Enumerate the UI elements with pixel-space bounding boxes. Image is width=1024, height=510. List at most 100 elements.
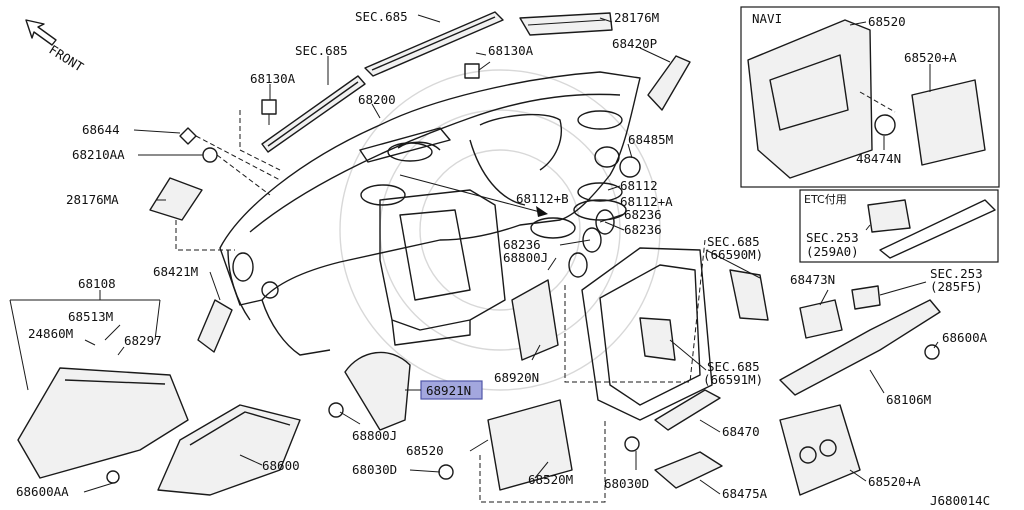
label-68644: 68644 bbox=[82, 122, 120, 137]
etc-box-title: ETC付用 bbox=[804, 193, 847, 206]
defroster-vent-left bbox=[261, 75, 366, 153]
etc-unit bbox=[867, 199, 911, 233]
dashed-group-navi bbox=[859, 91, 896, 113]
speaker-grille-28176ma bbox=[149, 177, 203, 221]
label-68473n: 68473N bbox=[790, 272, 835, 287]
cluster-bezel-68520 bbox=[581, 247, 713, 421]
label-68520a-bottom: 68520+A bbox=[868, 474, 921, 489]
screw-68030d-right bbox=[624, 436, 640, 452]
front-arrow-icon bbox=[25, 19, 57, 46]
label-68520-navi: 68520 bbox=[868, 14, 906, 29]
label-68600aa: 68600AA bbox=[16, 484, 69, 499]
dashed-link-68130a bbox=[239, 110, 281, 171]
navi-bezel-68520 bbox=[747, 19, 873, 179]
bezel-68520a-bottom bbox=[779, 404, 861, 496]
label-68210aa: 68210AA bbox=[72, 147, 125, 162]
clip-68130a-right bbox=[464, 61, 491, 79]
label-28176m: 28176M bbox=[614, 10, 659, 25]
label-68106m: 68106M bbox=[886, 392, 931, 407]
label-sec685-b-sub: (66591M) bbox=[703, 372, 763, 387]
screw-68800j-bottom bbox=[328, 402, 344, 418]
label-68130a-right: 68130A bbox=[488, 43, 534, 58]
glove-box-68600 bbox=[157, 404, 301, 496]
knee-cover-68921n bbox=[344, 351, 411, 431]
dashed-link-28176ma bbox=[175, 220, 235, 251]
screw-68210aa bbox=[202, 147, 218, 163]
label-68130a-left: 68130A bbox=[250, 71, 296, 86]
label-68112: 68112 bbox=[620, 178, 658, 193]
label-48474n: 48474N bbox=[856, 151, 901, 166]
lower-cover-68106m bbox=[779, 299, 941, 396]
drawing-number: J680014C bbox=[930, 493, 990, 508]
label-68108: 68108 bbox=[78, 276, 116, 291]
dashed-group-cluster bbox=[564, 239, 706, 383]
finisher-68112 bbox=[530, 182, 627, 239]
label-68475a: 68475A bbox=[722, 486, 768, 501]
label-sec685-a-sub: (66590M) bbox=[703, 247, 763, 262]
vent-66591m bbox=[639, 317, 676, 361]
navi-inset-box bbox=[740, 6, 1000, 188]
label-68600: 68600 bbox=[262, 458, 300, 473]
label-68513m: 68513M bbox=[68, 309, 113, 324]
label-68200: 68200 bbox=[358, 92, 396, 107]
screw-68600a bbox=[924, 344, 940, 360]
switch-68470 bbox=[654, 389, 721, 431]
label-68236-a: 68236 bbox=[624, 207, 662, 222]
audio-unit-68520a bbox=[911, 79, 986, 166]
label-68520a-navi: 68520+A bbox=[904, 50, 957, 65]
label-68800j-top: 68800J bbox=[503, 250, 548, 265]
label-68112a: 68112+A bbox=[620, 194, 673, 209]
instrument-panel-68200 bbox=[219, 71, 641, 356]
label-68420p: 68420P bbox=[612, 36, 657, 51]
grommet-68485m bbox=[619, 156, 641, 178]
label-68421m: 68421M bbox=[153, 264, 198, 279]
label-68920n: 68920N bbox=[494, 370, 539, 385]
label-68600a: 68600A bbox=[942, 330, 988, 345]
module-sec253 bbox=[851, 285, 881, 310]
screw-68600aa bbox=[106, 470, 120, 484]
label-sec685-a: SEC.685 bbox=[707, 234, 760, 249]
bracket-68920n bbox=[511, 279, 559, 361]
side-panel-68420p bbox=[647, 55, 691, 111]
defroster-vent-top bbox=[364, 11, 504, 77]
clip-68644 bbox=[179, 127, 197, 145]
etc-bracket bbox=[879, 199, 996, 259]
label-sec685-top: SEC.685 bbox=[355, 9, 408, 24]
label-68800j-bottom: 68800J bbox=[352, 428, 397, 443]
label-68485m: 68485M bbox=[628, 132, 673, 147]
label-24860m: 24860M bbox=[28, 326, 73, 341]
label-sec253-a-sub: (259A0) bbox=[806, 244, 859, 259]
etc-inset-box bbox=[799, 189, 999, 263]
label-68236-b: 68236 bbox=[624, 222, 662, 237]
vent-66590m bbox=[729, 269, 769, 321]
label-68520m: 68520M bbox=[528, 472, 573, 487]
module-68473n bbox=[799, 299, 843, 339]
label-sec685-left: SEC.685 bbox=[295, 43, 348, 58]
dashed-link-68210aa bbox=[216, 154, 271, 196]
pocket-68475a bbox=[654, 451, 723, 489]
label-28176ma: 28176MA bbox=[66, 192, 119, 207]
vent-ring-68236 bbox=[568, 209, 615, 278]
watermark-emblem bbox=[339, 69, 661, 391]
front-label: FRONT bbox=[46, 42, 86, 75]
label-sec253-b-sub: (285F5) bbox=[930, 279, 983, 294]
side-vent-68421m bbox=[197, 299, 233, 353]
clock-68520m bbox=[487, 399, 573, 491]
lower-panel-68108 bbox=[17, 367, 189, 479]
label-68470: 68470 bbox=[722, 424, 760, 439]
clip-68130a-left bbox=[261, 99, 277, 125]
label-68030d-left: 68030D bbox=[352, 462, 397, 477]
label-68921n: 68921N bbox=[426, 383, 471, 398]
knob-48474n bbox=[874, 114, 896, 136]
label-68236-c: 68236 bbox=[503, 237, 541, 252]
label-68030d-right: 68030D bbox=[604, 476, 649, 491]
label-68520-mid: 68520 bbox=[406, 443, 444, 458]
speaker-grille-28176m bbox=[519, 12, 613, 36]
label-sec685-b: SEC.685 bbox=[707, 359, 760, 374]
pointer-arrowhead bbox=[536, 206, 548, 217]
dashed-group-68520 bbox=[479, 420, 606, 503]
pointer-arrow-68112 bbox=[399, 174, 541, 213]
label-sec253-a: SEC.253 bbox=[806, 230, 859, 245]
label-68112b: 68112+B bbox=[516, 191, 569, 206]
